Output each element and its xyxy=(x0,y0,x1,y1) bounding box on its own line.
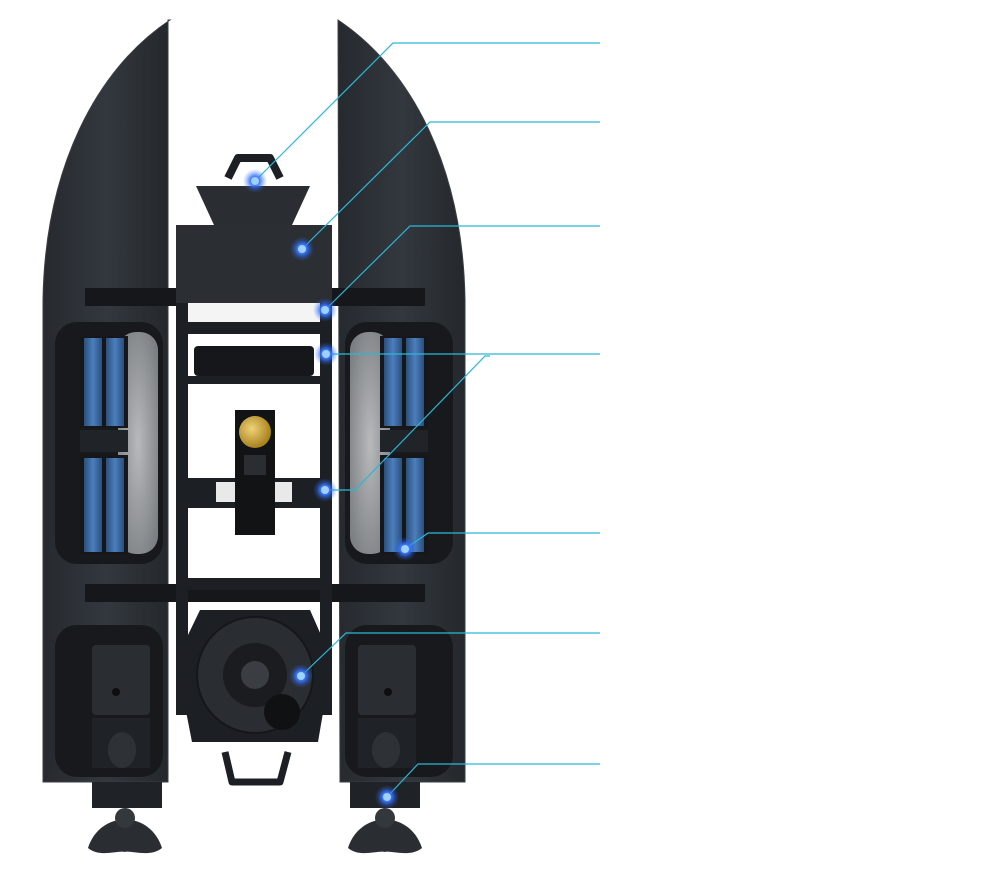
bow-sensor-mount xyxy=(196,154,310,225)
callout-3-leader-line xyxy=(324,225,600,311)
stern-winch xyxy=(176,610,332,786)
callout-markers xyxy=(243,169,417,809)
callout-6-marker[interactable] xyxy=(401,545,409,553)
left-thruster xyxy=(88,782,162,854)
right-battery-pack-upper xyxy=(380,336,428,428)
left-hull xyxy=(42,19,172,783)
callout-8-marker[interactable] xyxy=(383,793,391,801)
left-battery-pack-lower xyxy=(80,455,128,555)
callout-5-marker[interactable] xyxy=(321,486,329,494)
callout-2-leader-line xyxy=(301,121,600,250)
callout-1-leader-line xyxy=(254,42,600,182)
callout-3-marker[interactable] xyxy=(321,306,329,314)
left-battery-pack-upper xyxy=(80,336,128,428)
callout-8-leader-line xyxy=(386,763,600,798)
callout-7-leader-line xyxy=(300,632,600,677)
callout-5-leader-line xyxy=(325,355,490,491)
callout-1-marker[interactable] xyxy=(251,177,259,185)
callout-7-marker[interactable] xyxy=(297,672,305,680)
camera-lens xyxy=(239,416,271,448)
callout-2-marker[interactable] xyxy=(298,245,306,253)
right-hull xyxy=(337,19,466,783)
callout-4-marker[interactable] xyxy=(322,350,330,358)
center-camera-module xyxy=(235,410,275,535)
